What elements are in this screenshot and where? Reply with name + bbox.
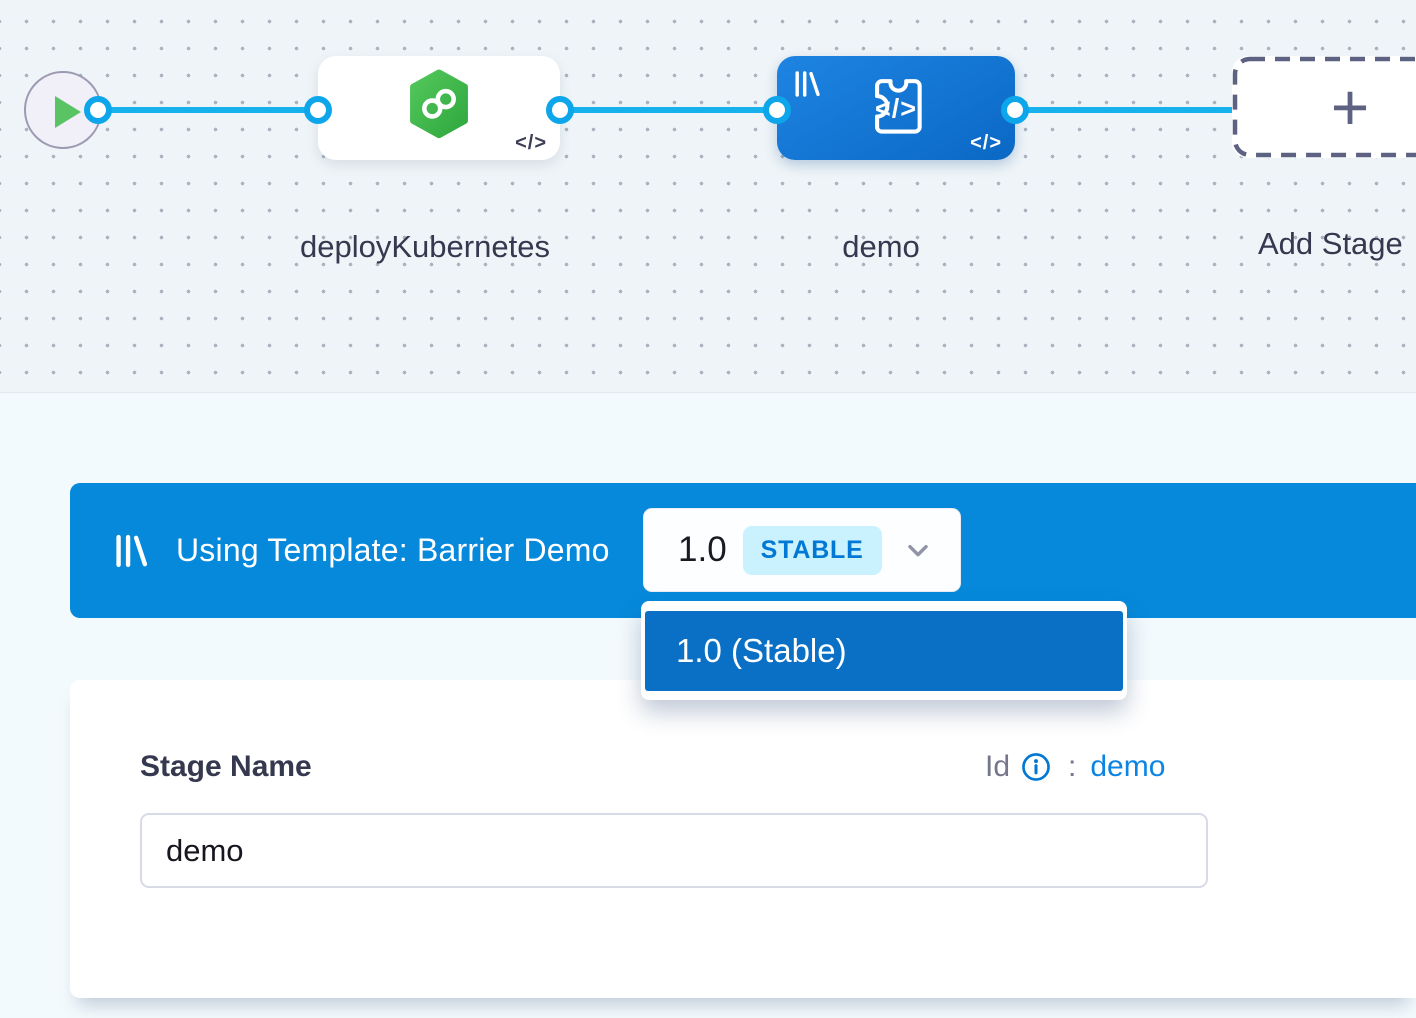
chevron-down-icon [902, 534, 934, 566]
add-stage-label[interactable]: Add Stage [1258, 226, 1403, 261]
play-icon [55, 96, 81, 128]
stage-overview-panel: Stage Name Id : demo [70, 680, 1416, 998]
id-colon: : [1068, 750, 1077, 783]
stage-node-deploykubernetes[interactable]: </> [318, 56, 560, 160]
stage-name-input[interactable] [140, 813, 1208, 888]
connector-port[interactable] [763, 96, 791, 124]
template-library-icon [795, 71, 820, 97]
stage-id-value[interactable]: demo [1090, 750, 1166, 783]
code-icon[interactable]: </> [515, 132, 547, 154]
stage-node-demo[interactable]: </> </> [777, 56, 1015, 160]
using-template-banner: Using Template: Barrier Demo 1.0 STABLE [70, 483, 1416, 618]
template-version-selector[interactable]: 1.0 STABLE [643, 508, 961, 592]
code-glyph-in-icon: </> [874, 93, 918, 124]
using-template-label: Using Template: Barrier Demo [176, 532, 610, 568]
pipeline-canvas[interactable]: </> </> </> + deployKubernetes demo Add … [0, 0, 1416, 393]
custom-stage-icon [875, 79, 922, 134]
plus-icon: + [1330, 70, 1370, 144]
info-icon[interactable] [1020, 751, 1052, 783]
deploy-hexagon-icon [410, 69, 468, 139]
version-dropdown-menu: 1.0 (Stable) [641, 601, 1127, 700]
stage-name-label: Stage Name [140, 750, 312, 783]
connector-port[interactable] [1001, 96, 1029, 124]
version-option-stable[interactable]: 1.0 (Stable) [645, 611, 1123, 691]
stage-label-deploykubernetes[interactable]: deployKubernetes [300, 229, 550, 264]
version-number: 1.0 [678, 530, 727, 569]
stage-id-row: Id : demo [985, 750, 1165, 784]
connector-port[interactable] [84, 96, 112, 124]
connector-port[interactable] [304, 96, 332, 124]
dashed-border [1232, 56, 1416, 158]
id-label: Id [985, 750, 1011, 783]
stage-label-demo[interactable]: demo [842, 229, 920, 264]
stable-badge: STABLE [742, 525, 882, 575]
pipeline-connector-line [98, 107, 1416, 113]
add-stage-node[interactable]: + [1232, 56, 1416, 158]
code-icon[interactable]: </> [970, 132, 1002, 154]
connector-port[interactable] [546, 96, 574, 124]
template-library-icon [116, 534, 148, 567]
